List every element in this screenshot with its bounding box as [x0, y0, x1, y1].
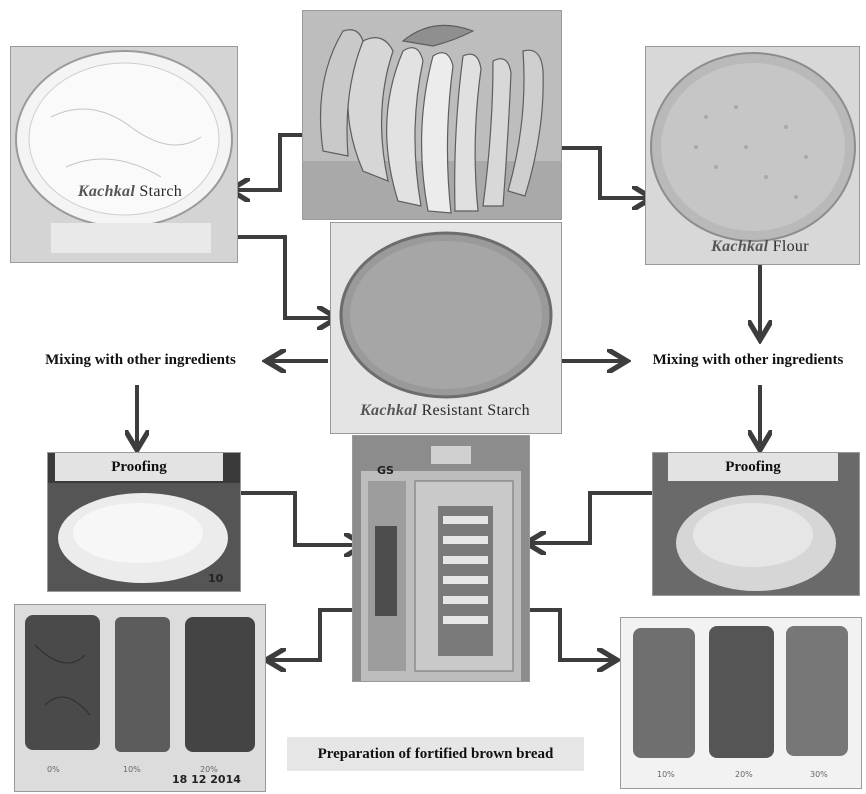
proofing-label-left: Proofing	[55, 453, 223, 481]
bread-left-label-2: 10%	[123, 765, 141, 774]
mixing-label-left: Mixing with other ingredients	[18, 352, 263, 369]
rs-name-suffix: Resistant Starch	[417, 402, 530, 419]
flour-caption: Kachkal Flour	[690, 238, 830, 256]
flour-photo	[645, 46, 860, 265]
banana-photo	[302, 10, 562, 220]
starch-name-prefix: Kachkal	[78, 183, 135, 200]
mixing-label-right: Mixing with other ingredients	[630, 352, 866, 369]
arrow-proofing-left-to-oven	[238, 493, 362, 545]
flour-name-prefix: Kachkal	[711, 238, 768, 255]
oven-sign: GS	[377, 464, 394, 477]
dough-mark: 10	[208, 572, 223, 585]
arrow-oven-to-bread-right	[525, 610, 615, 660]
bread-right-label-1: 10%	[657, 770, 675, 779]
arrow-oven-to-bread-left	[268, 610, 355, 660]
bread-left-photo	[14, 604, 266, 792]
starch-photo	[10, 46, 238, 263]
starch-caption: Kachkal Starch	[50, 183, 210, 201]
arrow-proofing-right-to-oven	[528, 493, 652, 543]
flour-name-suffix: Flour	[768, 238, 808, 255]
bread-right-photo	[620, 617, 862, 789]
bread-left-label-1: 0%	[47, 765, 60, 774]
arrow-banana-to-flour	[562, 148, 650, 198]
arrow-banana-to-starch	[232, 135, 302, 190]
proofing-label-right: Proofing	[668, 453, 838, 481]
diagram-caption: Preparation of fortified brown bread	[287, 737, 584, 771]
bread-right-label-3: 30%	[810, 770, 828, 779]
bread-right-label-2: 20%	[735, 770, 753, 779]
rs-name-prefix: Kachkal	[360, 402, 417, 419]
resistant-starch-caption: Kachkal Resistant Starch	[330, 402, 560, 420]
arrow-starch-to-resistant	[232, 237, 335, 318]
date-stamp: 18 12 2014	[172, 773, 241, 786]
starch-name-suffix: Starch	[135, 183, 182, 200]
